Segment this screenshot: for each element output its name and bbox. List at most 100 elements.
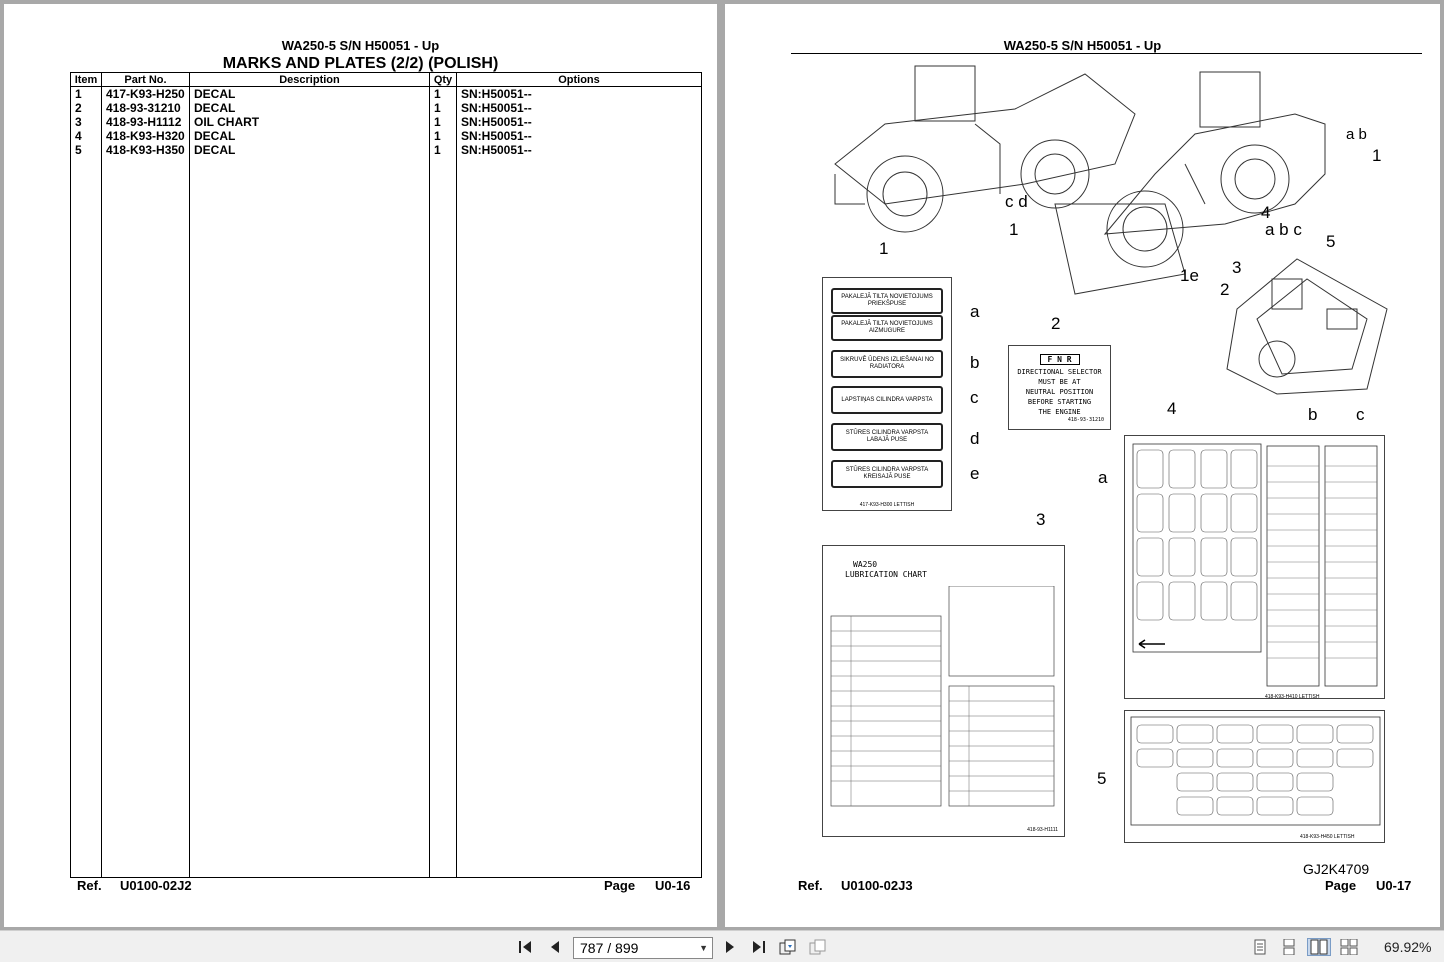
left-page: WA250-5 S/N H50051 - Up MARKS AND PLATES… [4, 4, 717, 927]
callout-d: d [970, 429, 980, 448]
item-cell: 1 [70, 86, 102, 101]
sync-disabled-icon[interactable] [808, 938, 828, 956]
ref-label: Ref. [77, 878, 102, 893]
decal-5-footer: 418-K93-H450 LETTISH [1300, 834, 1355, 840]
callout-b: b [970, 353, 980, 372]
fuse-panel-graphic [1132, 443, 1378, 687]
callout-cd: c d [1005, 192, 1028, 211]
callout-c: c [970, 388, 979, 407]
callout-e: e [970, 464, 980, 483]
callout-b2: b [1308, 405, 1318, 424]
table-header-row: Item Part No. Description Qty Options [70, 72, 702, 87]
page-number-select[interactable]: 787 / 899 ▼ [573, 937, 713, 959]
callout-3b: 3 [1036, 510, 1046, 529]
decal-3-lubrication-chart: WA250 LUBRICATION CHART [822, 545, 1065, 837]
item-cell: 5 [70, 143, 102, 157]
page-label: Page [604, 878, 636, 893]
decal-2-line: MUST BE AT [1038, 378, 1081, 386]
callout-1b: 1 [1009, 220, 1019, 239]
callout-3: 3 [1232, 258, 1242, 277]
page-model-header: WA250-5 S/N H50051 - Up [1003, 38, 1162, 53]
callout-5: 5 [1326, 232, 1336, 251]
part-number-cell: 417-K93-H250 [101, 86, 190, 101]
first-page-icon[interactable] [516, 938, 536, 956]
header-rule [791, 53, 1422, 54]
item-cell: 2 [70, 101, 102, 115]
viewer-toolbar: 787 / 899 ▼ 69.92% [0, 930, 1444, 962]
ref-value: U0100-02J2 [120, 878, 192, 893]
table-filler-row [70, 157, 702, 878]
two-page-continuous-icon[interactable] [1339, 938, 1359, 956]
right-page: WA250-5 S/N H50051 - Up [725, 4, 1440, 927]
description-cell: DECAL [189, 129, 430, 143]
prev-page-icon[interactable] [545, 938, 565, 956]
zoom-level[interactable]: 69.92% [1384, 939, 1432, 955]
page-number: U0-16 [655, 878, 691, 893]
decal-4-footer: 418-K93-H410 LETTISH [1265, 694, 1320, 700]
chevron-down-icon: ▼ [699, 943, 708, 953]
decal-1-label: PAKALEJĀ TILTA NOVIETOJUMS AIZMUGURE [831, 315, 943, 341]
page-label: Page [1325, 878, 1357, 893]
decal-1-label: STŪRES CILINDRA VARPSTA LABAJĀ PUSE [831, 423, 943, 451]
callout-4b: 4 [1167, 399, 1177, 418]
item-cell: 3 [70, 115, 102, 129]
decal-2-line: THE ENGINE [1038, 408, 1081, 416]
callout-abc: a b c [1265, 220, 1302, 239]
decal-2-line: NEUTRAL POSITION [1025, 388, 1094, 396]
callout-2b: 2 [1051, 314, 1061, 333]
callout-a: a [970, 302, 980, 321]
decal-1-label: PAKALEJĀ TILTA NOVIETOJUMS PRIEKŠPUSE [831, 288, 943, 314]
decal-2-line: BEFORE STARTING [1027, 398, 1092, 406]
table-row: 4 418-K93-H320 DECAL 1 SN:H50051-- [70, 129, 702, 143]
options-cell: SN:H50051-- [456, 101, 702, 115]
next-page-icon[interactable] [720, 938, 740, 956]
qty-cell: 1 [429, 86, 457, 101]
callout-c2: c [1356, 405, 1365, 424]
callout-4: 4 [1261, 203, 1271, 222]
callout-a2: a [1098, 468, 1108, 487]
decal-3-footer: 418-93-H1111 [1027, 827, 1058, 833]
relay-panel-graphic [1130, 716, 1381, 826]
callout-ab: a b [1346, 126, 1367, 143]
callout-1e: 1e [1180, 266, 1199, 285]
part-number-cell: 418-K93-H350 [101, 143, 190, 157]
options-cell: SN:H50051-- [456, 86, 702, 101]
document-viewport[interactable]: WA250-5 S/N H50051 - Up MARKS AND PLATES… [0, 0, 1444, 930]
decal-1-footer: 417-K93-H300 LETTISH [859, 502, 915, 508]
table-row: 3 418-93-H1112 OIL CHART 1 SN:H50051-- [70, 115, 702, 129]
column-header: Description [189, 72, 430, 87]
two-page-icon[interactable] [1307, 938, 1331, 956]
decal-3-title: WA250 [853, 560, 878, 569]
column-header: Qty [429, 72, 457, 87]
decal-2-line: DIRECTIONAL SELECTOR [1017, 368, 1102, 376]
callout-1c: 1 [879, 239, 889, 258]
last-page-icon[interactable] [748, 938, 768, 956]
qty-cell: 1 [429, 129, 457, 143]
parts-table: Item Part No. Description Qty Options 1 … [70, 72, 702, 878]
table-row: 5 418-K93-H350 DECAL 1 SN:H50051-- [70, 143, 702, 157]
page-number-display: 787 / 899 [580, 940, 639, 956]
ref-label: Ref. [798, 878, 823, 893]
page-number: U0-17 [1376, 878, 1412, 893]
qty-cell: 1 [429, 115, 457, 129]
part-number-cell: 418-93-31210 [101, 101, 190, 115]
decal-3-subtitle: LUBRICATION CHART [845, 570, 927, 579]
qty-cell: 1 [429, 143, 457, 157]
callout-5b: 5 [1097, 769, 1107, 788]
page-model-header: WA250-5 S/N H50051 - Up [281, 38, 440, 53]
decal-2-footer: 418-93-31210 [1067, 417, 1104, 423]
callout-2: 2 [1220, 280, 1230, 299]
sync-icon[interactable] [778, 938, 798, 956]
single-page-icon[interactable] [1250, 938, 1270, 956]
options-cell: SN:H50051-- [456, 129, 702, 143]
part-number-cell: 418-K93-H320 [101, 129, 190, 143]
decal-5-fuse-panel: 418-K93-H450 LETTISH [1124, 710, 1385, 843]
decal-2-header: F N R [1039, 354, 1080, 365]
continuous-icon[interactable] [1279, 938, 1299, 956]
decal-1: PAKALEJĀ TILTA NOVIETOJUMS PRIEKŠPUSE PA… [822, 277, 952, 511]
decal-1-label: SIKRUVĒ ŪDENS IZLIEŠANAI NO RADIATORA [831, 350, 943, 378]
decal-4-fuse-panel: 418-K93-H410 LETTISH [1124, 435, 1385, 700]
figure-code: GJ2K4709 [1303, 861, 1370, 877]
column-header: Part No. [101, 72, 190, 87]
callout-1: 1 [1372, 146, 1382, 165]
